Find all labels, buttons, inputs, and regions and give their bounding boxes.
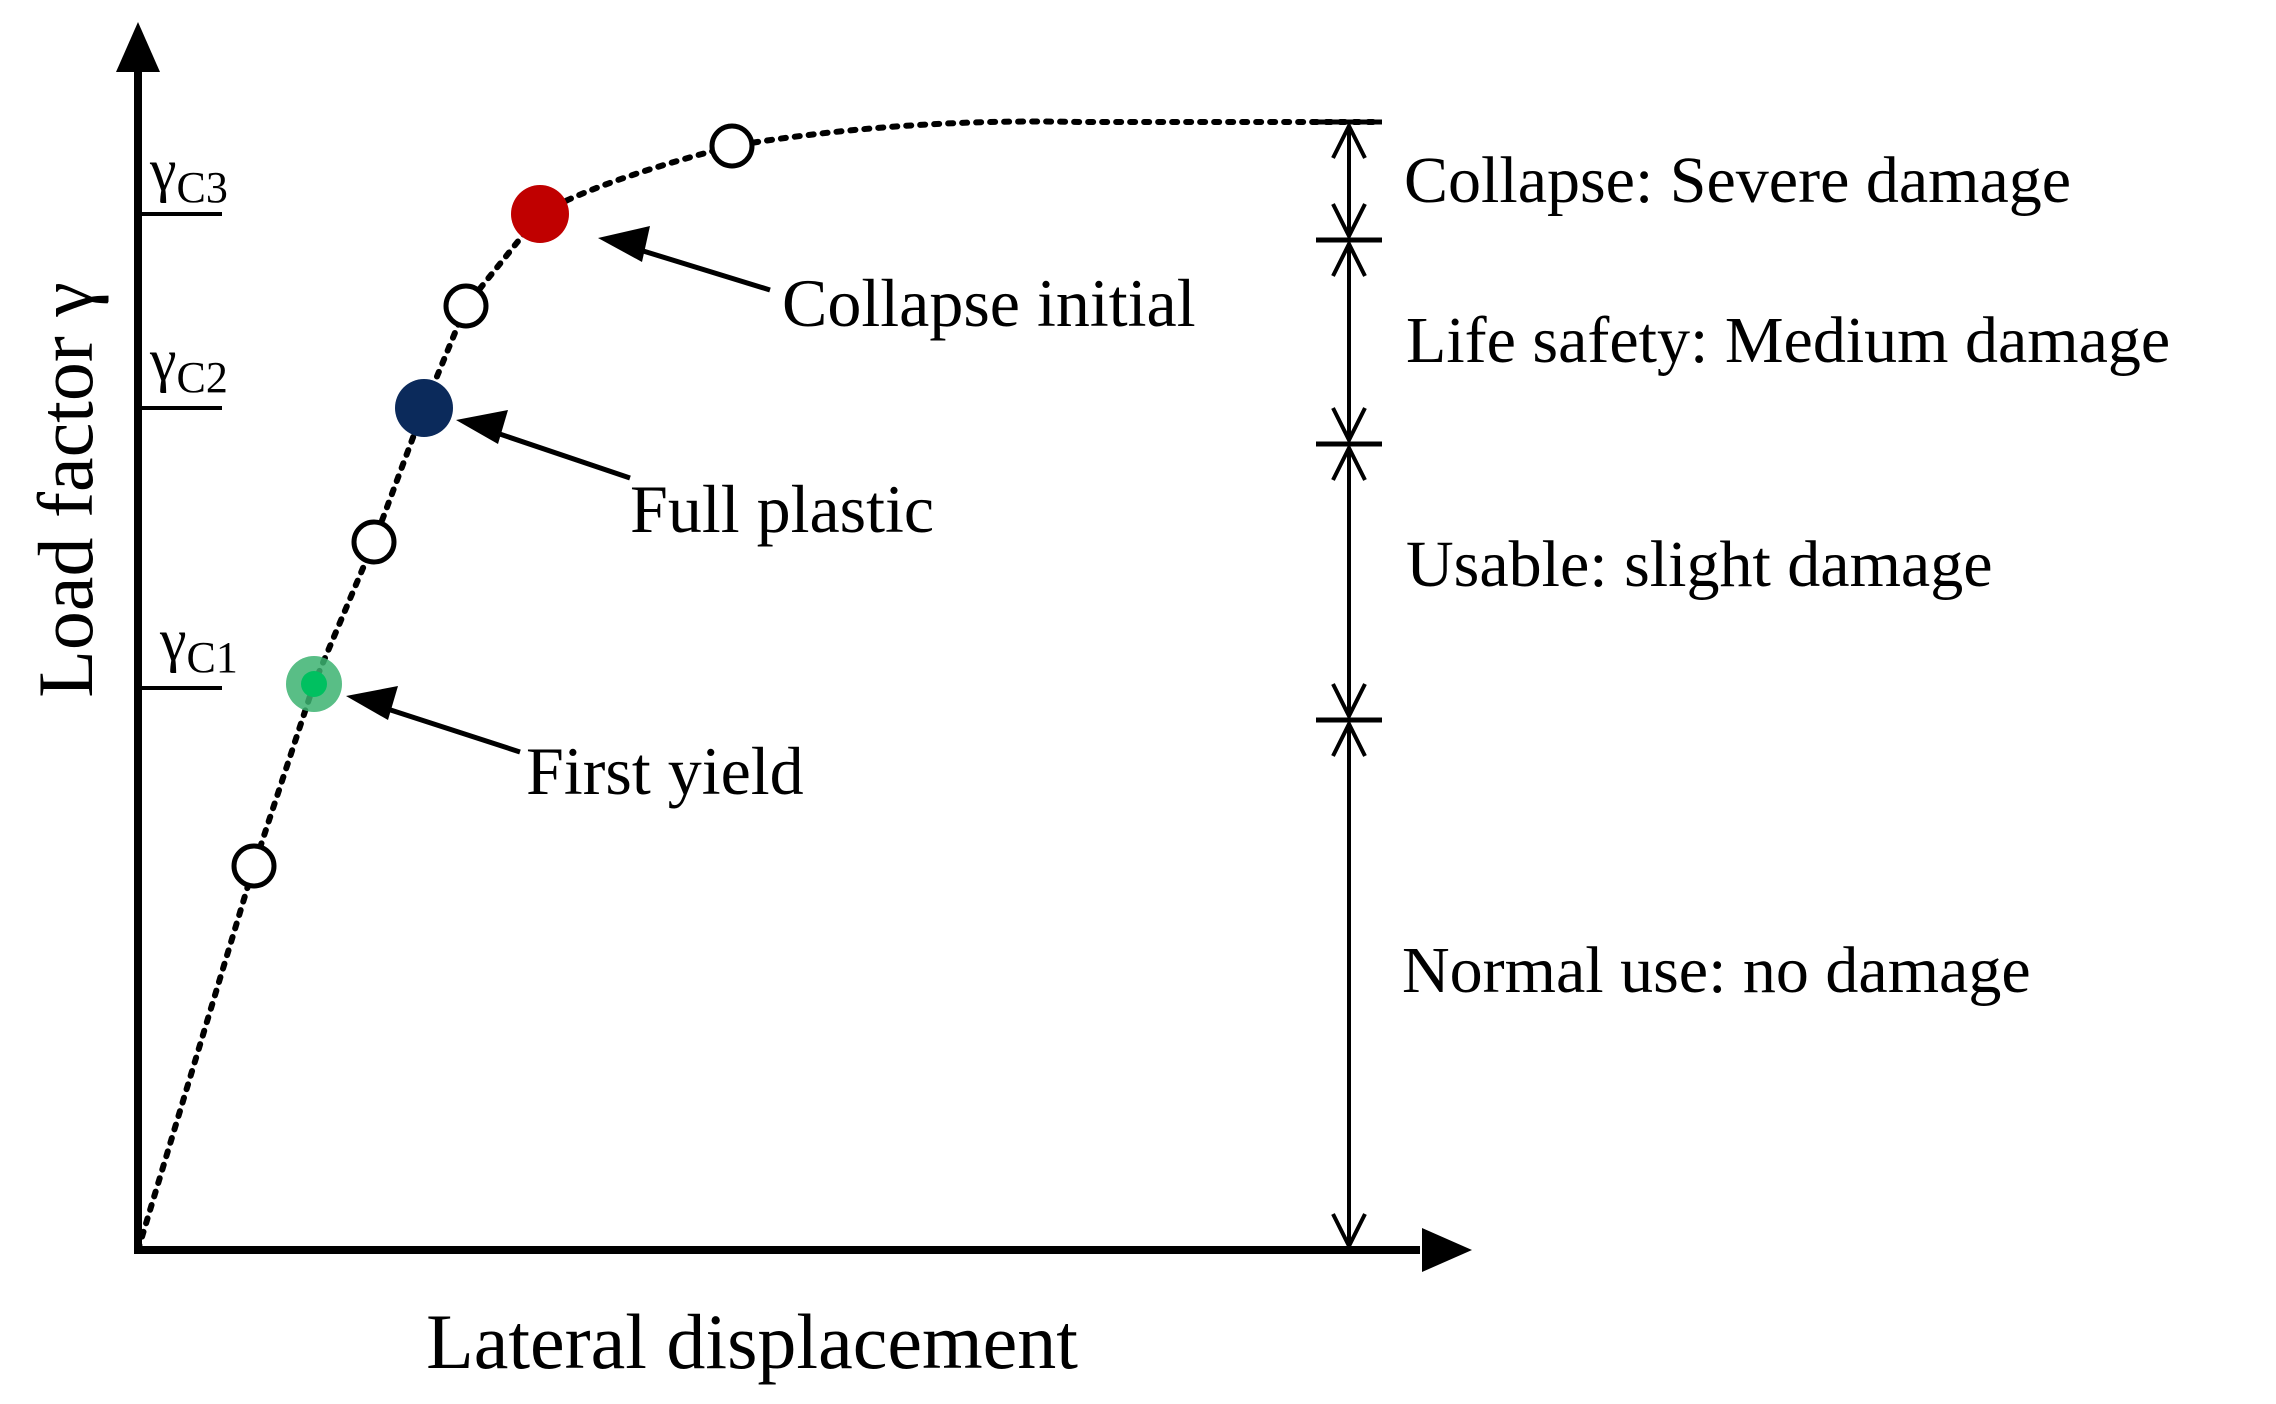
first-yield-marker-core <box>301 671 327 697</box>
zone-arrow <box>1331 443 1367 481</box>
open-marker <box>709 123 755 169</box>
collapse-initial-label: Collapse initial <box>782 265 1196 341</box>
gamma-c2-label: γC2 <box>149 327 228 402</box>
callout-arrows <box>346 226 771 755</box>
damage-zone-bar <box>1316 119 1382 1251</box>
zone-arrow <box>1331 719 1367 757</box>
open-markers <box>231 123 755 889</box>
zone-arrow <box>1331 121 1367 159</box>
gamma-ticks <box>138 212 222 690</box>
key-markers <box>286 185 569 712</box>
zone-arrow <box>1331 683 1367 721</box>
collapse-initial-marker <box>511 185 569 243</box>
open-marker <box>231 843 277 889</box>
open-marker <box>351 519 397 565</box>
gamma-c3-label: γC3 <box>149 137 228 212</box>
axes <box>116 22 1472 1272</box>
zone-label-life-safety: Life safety: Medium damage <box>1406 304 2170 377</box>
full-plastic-label: Full plastic <box>630 471 934 547</box>
gamma-c1-label: γC1 <box>159 607 238 682</box>
zone-arrow <box>1331 239 1367 277</box>
x-axis-label: Lateral displacement <box>426 1298 1078 1385</box>
zone-label-usable: Usable: slight damage <box>1406 528 1993 601</box>
full-plastic-marker <box>395 379 453 437</box>
collapse-initial-arrowhead <box>598 226 650 262</box>
first-yield-arrowhead <box>346 686 398 720</box>
y-axis-label: Load factor γ <box>22 282 109 698</box>
first-yield-label: First yield <box>526 733 804 809</box>
gamma-labels: γC3 γC2 γC1 <box>149 137 238 682</box>
zone-label-normal: Normal use: no damage <box>1402 934 2031 1007</box>
zone-label-collapse: Collapse: Severe damage <box>1404 144 2071 217</box>
zone-arrow <box>1331 407 1367 445</box>
x-axis-arrowhead <box>1422 1228 1472 1272</box>
zone-arrow <box>1331 1213 1367 1251</box>
full-plastic-arrowhead <box>456 410 508 444</box>
y-axis-arrowhead <box>116 22 160 72</box>
open-marker <box>443 283 489 329</box>
zone-arrow <box>1331 203 1367 241</box>
